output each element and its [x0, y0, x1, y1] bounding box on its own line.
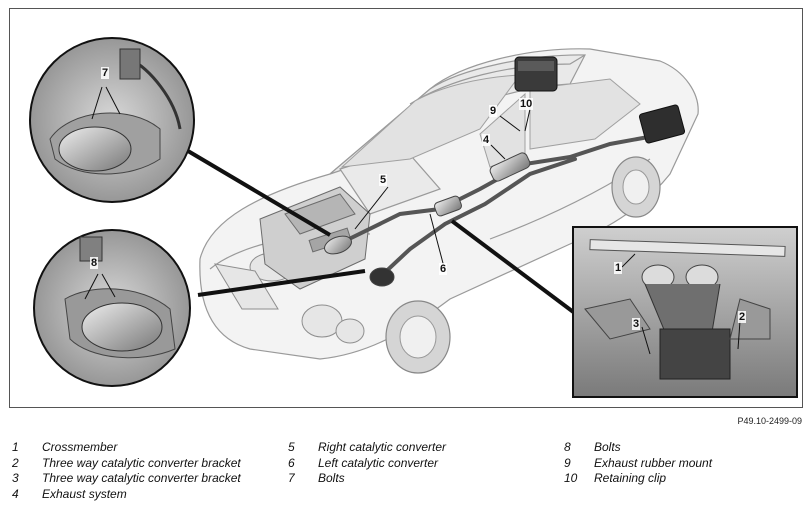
leader-lines: [354, 108, 531, 268]
diagram-artwork: [29, 37, 798, 398]
car-wheels: [385, 156, 661, 374]
rear-muffler: [514, 56, 686, 144]
exhaust-system-diagram: 7 8 5 6 4 9 10 1 3 2: [9, 8, 803, 408]
callout-1: 1: [614, 262, 623, 274]
catalytic-converters: [324, 152, 531, 287]
callout-2: 2: [738, 311, 747, 323]
callout-9: 9: [489, 105, 498, 117]
detail-circle-bottom: [33, 229, 191, 387]
car-windows: [340, 74, 641, 168]
engine: [259, 186, 371, 290]
detail-circle-top: [29, 37, 195, 203]
callout-4: 4: [482, 134, 491, 146]
callout-3: 3: [632, 318, 641, 330]
detail-inset-crossmember: [572, 226, 798, 398]
callout-5: 5: [379, 174, 388, 186]
connector-lines: [186, 149, 578, 316]
callout-6: 6: [439, 263, 448, 275]
figure-reference: P49.10-2499-09: [737, 416, 802, 426]
callout-10: 10: [519, 98, 534, 110]
callout-7: 7: [101, 67, 110, 79]
callout-8: 8: [90, 257, 99, 269]
